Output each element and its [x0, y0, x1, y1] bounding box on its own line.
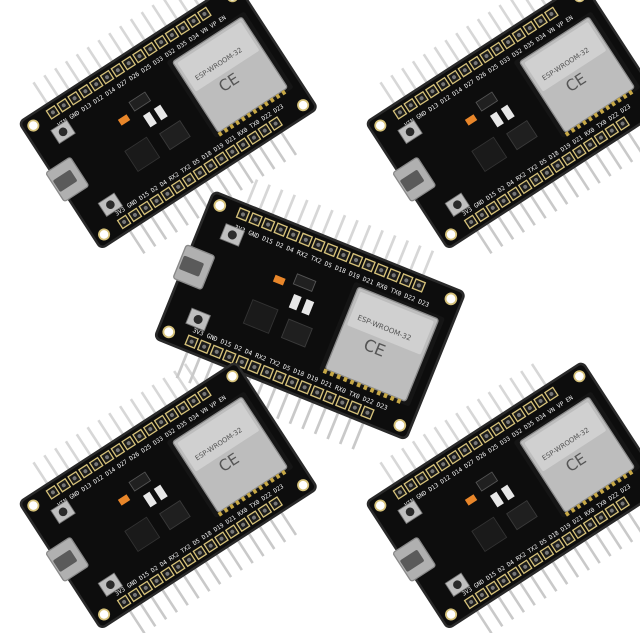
mounting-hole [27, 499, 40, 512]
mounting-hole [27, 119, 40, 132]
header-pins [32, 0, 298, 255]
mounting-hole [297, 479, 310, 492]
mounting-hole [98, 228, 111, 241]
header-pins [379, 363, 640, 633]
smd-components [464, 91, 538, 173]
en-button [444, 572, 471, 597]
pin-header-rows [184, 207, 427, 421]
boot-button [50, 119, 76, 145]
esp32-board-bottom-left: VIN GND D13 D12 D14 D27 D26 D25 D33 D32 … [19, 362, 317, 633]
pin-header-rows [45, 6, 284, 230]
mounting-hole [573, 0, 586, 3]
mounting-hole [213, 199, 227, 212]
en-button [97, 192, 124, 217]
mounting-hole [297, 99, 310, 112]
pin-header-rows [392, 6, 631, 230]
mounting-hole [444, 292, 458, 306]
pin-header-rows [45, 386, 284, 610]
mounting-hole [98, 608, 111, 621]
boot-button [219, 223, 246, 247]
esp32-board-center: 3V3 GND D15 D2 D4 RX2 TX2 D5 D18 D19 D21… [154, 179, 465, 450]
mounting-hole [226, 370, 239, 383]
micro-usb-port [45, 537, 89, 582]
smd-components [117, 91, 191, 173]
micro-usb-port [45, 157, 89, 202]
esp32-board-top-right: VIN GND D13 D12 D14 D27 D26 D25 D33 D32 … [366, 0, 640, 255]
smd-components [464, 471, 538, 553]
mounting-hole [162, 325, 176, 339]
boot-button [50, 499, 76, 525]
mounting-hole [374, 499, 387, 512]
mounting-hole [374, 119, 387, 132]
boot-button [397, 499, 423, 525]
mounting-hole [445, 608, 458, 621]
boot-button [397, 119, 423, 145]
mounting-hole [445, 228, 458, 241]
mounting-hole [393, 418, 407, 432]
en-button [444, 192, 471, 217]
en-button [185, 307, 211, 332]
header-pins [379, 0, 640, 255]
pin-header-rows [392, 386, 631, 610]
mounting-hole [226, 0, 239, 3]
header-pins [32, 363, 298, 633]
micro-usb-port [392, 537, 436, 582]
mounting-hole [573, 370, 586, 383]
smd-components [117, 471, 191, 553]
smd-components [242, 273, 317, 348]
en-button [97, 572, 124, 597]
micro-usb-port [173, 244, 215, 290]
micro-usb-port [392, 157, 436, 202]
